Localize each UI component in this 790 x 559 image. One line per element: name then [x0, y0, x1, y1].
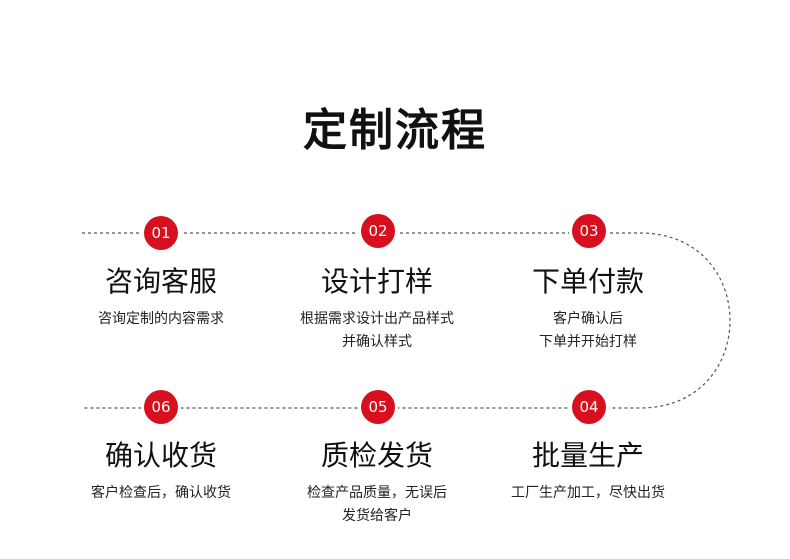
process-step-payment: 下单付款 客户确认后 下单并开始打样 [478, 262, 698, 354]
step-description: 检查产品质量，无误后 发货给客户 [267, 482, 487, 528]
step-description: 咨询定制的内容需求 [51, 308, 271, 331]
page-title: 定制流程 [303, 105, 487, 156]
step-number-badge: 05 [361, 390, 395, 424]
step-description: 工厂生产加工，尽快出货 [478, 482, 698, 505]
step-title: 咨询客服 [104, 265, 217, 298]
process-step-consult: 咨询客服 咨询定制的内容需求 [51, 262, 271, 331]
step-title: 批量生产 [531, 439, 644, 472]
step-number-badge: 01 [144, 216, 178, 250]
step-description-line: 检查产品质量，无误后 [307, 485, 447, 501]
step-number-badge: 03 [572, 214, 606, 248]
process-step-design: 设计打样 根据需求设计出产品样式 并确认样式 [267, 262, 487, 354]
step-title: 下单付款 [531, 265, 644, 298]
step-number-badge: 06 [144, 390, 178, 424]
step-description-line: 根据需求设计出产品样式 [300, 311, 454, 327]
process-step-receipt: 确认收货 客户检查后，确认收货 [51, 436, 271, 505]
step-description-line: 客户检查后，确认收货 [91, 485, 231, 501]
process-step-inspection: 质检发货 检查产品质量，无误后 发货给客户 [267, 436, 487, 528]
step-description-line: 发货给客户 [342, 508, 412, 524]
process-step-production: 批量生产 工厂生产加工，尽快出货 [478, 436, 698, 505]
step-description: 根据需求设计出产品样式 并确认样式 [267, 308, 487, 354]
step-description-line: 客户确认后 [553, 311, 623, 327]
step-number-badge: 04 [572, 390, 606, 424]
step-description-line: 工厂生产加工，尽快出货 [511, 485, 665, 501]
step-title: 设计打样 [320, 265, 433, 298]
step-description-line: 下单并开始打样 [539, 334, 637, 350]
step-title: 确认收货 [104, 439, 217, 472]
step-title: 质检发货 [320, 439, 433, 472]
step-description: 客户检查后，确认收货 [51, 482, 271, 505]
step-description: 客户确认后 下单并开始打样 [478, 308, 698, 354]
step-number-badge: 02 [361, 214, 395, 248]
step-description-line: 咨询定制的内容需求 [98, 311, 224, 327]
step-description-line: 并确认样式 [342, 334, 412, 350]
